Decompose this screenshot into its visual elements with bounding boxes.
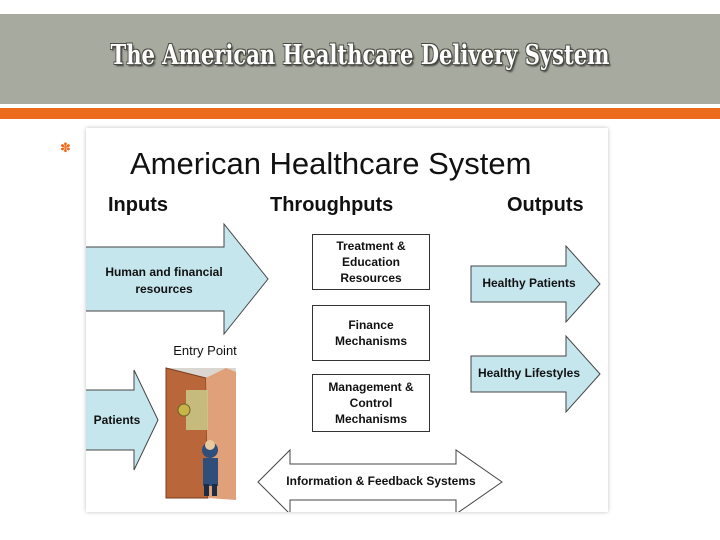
title-divider [0, 104, 720, 107]
column-header-outputs: Outputs [507, 194, 584, 216]
patients-arrow [86, 369, 159, 471]
healthcare-system-diagram: American Healthcare System Inputs Throug… [86, 128, 608, 512]
healthy-lifestyles-arrow [470, 334, 601, 414]
human-financial-arrow [86, 222, 269, 336]
title-bar [0, 14, 720, 104]
entry-point-label: Entry Point [173, 343, 237, 358]
bullet-icon: ✽ [60, 140, 71, 155]
management-control-box: Management & Control Mechanisms [312, 374, 430, 432]
diagram-title: American Healthcare System [130, 146, 532, 181]
entry-door-illustration [165, 367, 236, 500]
feedback-double-arrow [257, 448, 503, 512]
human-financial-label: Human and financial resources [105, 265, 223, 296]
column-header-throughputs: Throughputs [270, 194, 394, 216]
finance-mechanisms-box: Finance Mechanisms [312, 305, 430, 361]
feedback-label: Information & Feedback Systems [286, 474, 476, 488]
healthy-patients-arrow [470, 244, 601, 324]
accent-bar [0, 108, 720, 119]
diagram-shapes [86, 222, 601, 512]
healthy-lifestyles-label: Healthy Lifestyles [477, 366, 581, 380]
patients-label: Patients [93, 413, 141, 427]
treatment-education-box: Treatment & Education Resources [312, 234, 430, 290]
healthy-patients-label: Healthy Patients [482, 276, 576, 290]
slide-title: The American Healthcare Delivery System [110, 40, 610, 71]
column-header-inputs: Inputs [108, 194, 168, 216]
